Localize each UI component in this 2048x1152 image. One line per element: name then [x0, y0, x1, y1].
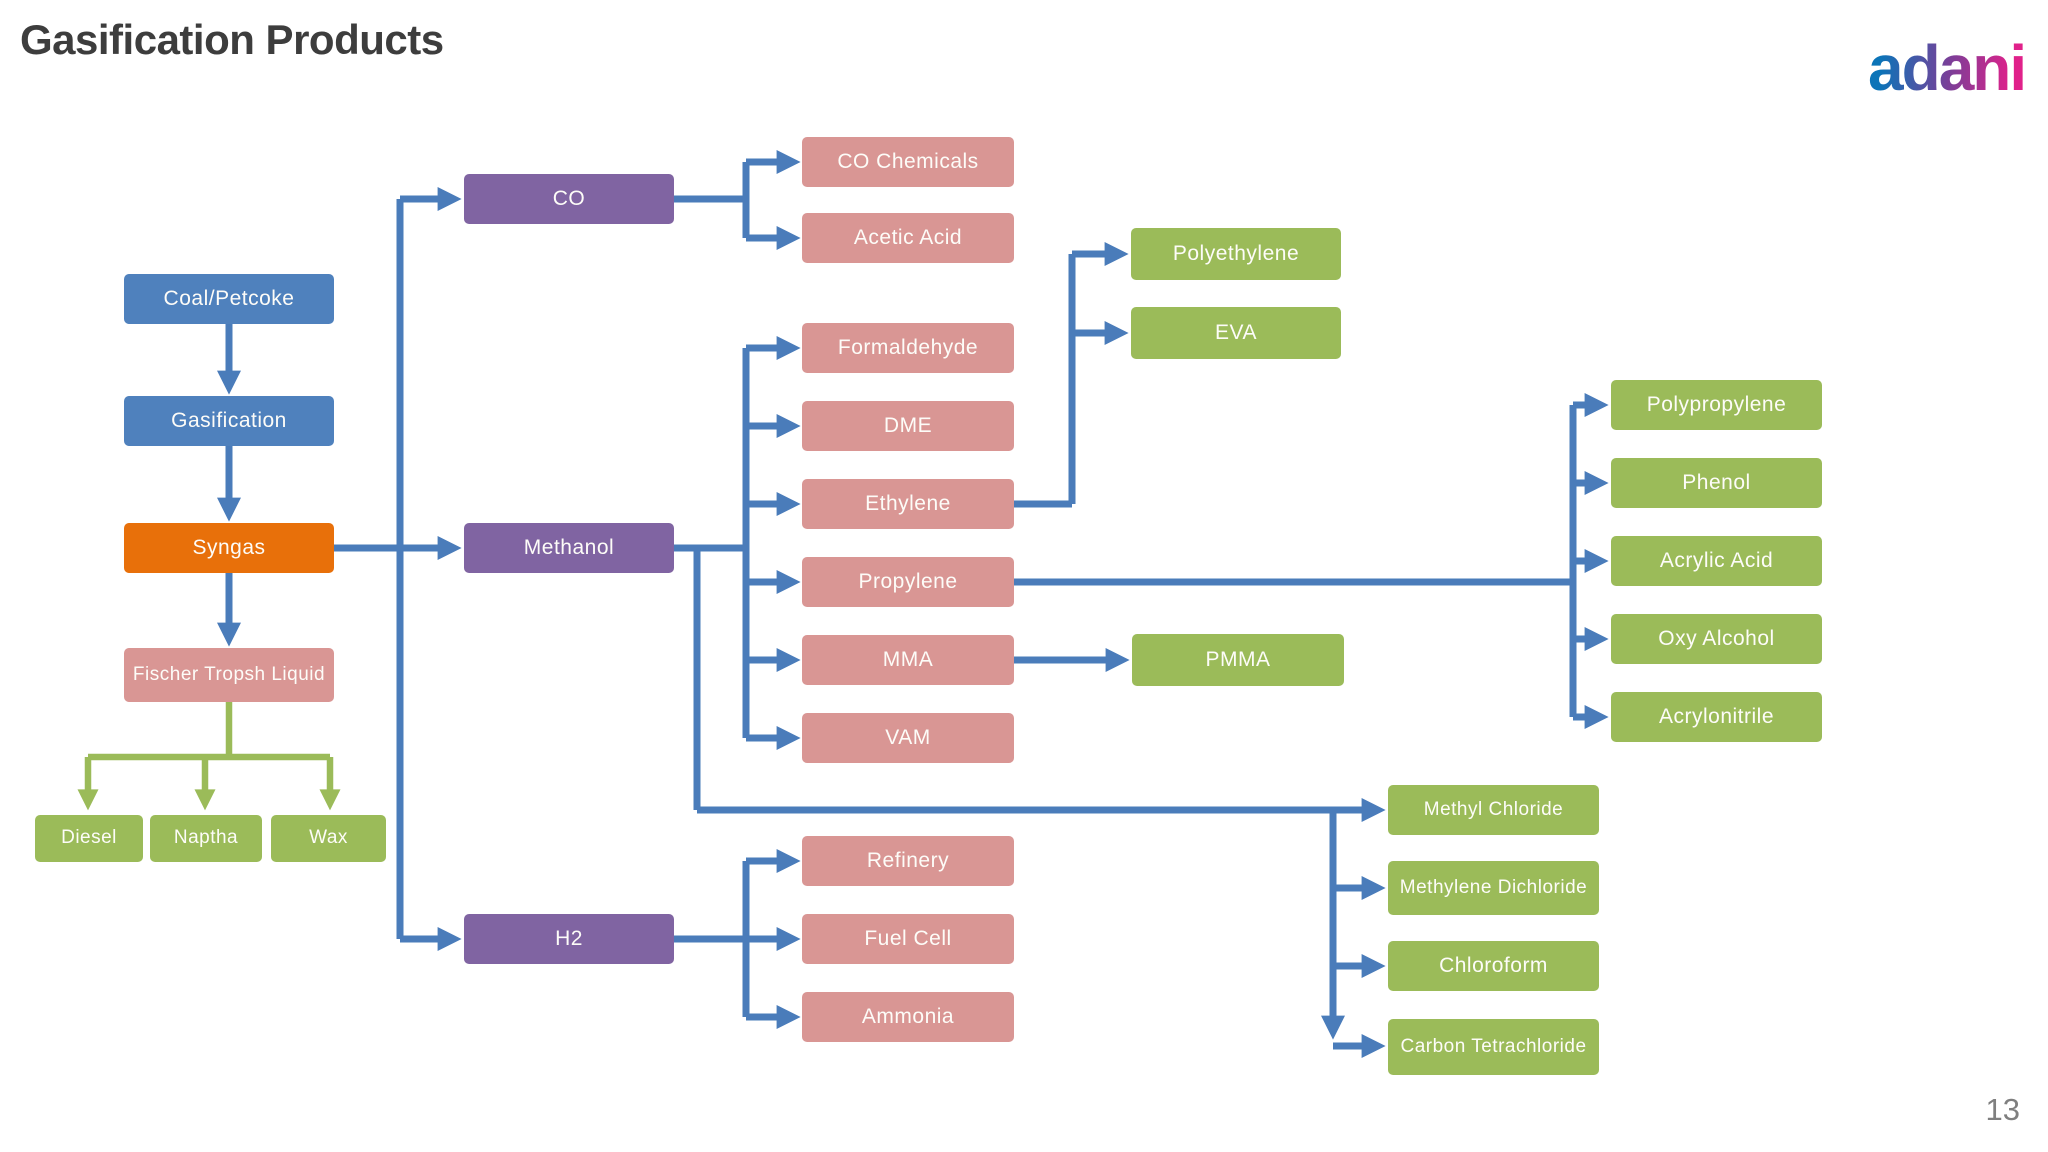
node-acrylic-acid: Acrylic Acid: [1611, 536, 1822, 586]
node-polyethylene: Polyethylene: [1131, 228, 1341, 280]
node-coal-petcoke: Coal/Petcoke: [124, 274, 334, 324]
node-gasification: Gasification: [124, 396, 334, 446]
node-carbon-tetrachloride: Carbon Tetrachloride: [1388, 1019, 1599, 1075]
node-ethylene: Ethylene: [802, 479, 1014, 529]
node-oxy-alcohol: Oxy Alcohol: [1611, 614, 1822, 664]
node-wax: Wax: [271, 815, 386, 862]
node-pmma: PMMA: [1132, 634, 1344, 686]
node-fuel-cell: Fuel Cell: [802, 914, 1014, 964]
node-methylene-dichloride: Methylene Dichloride: [1388, 861, 1599, 915]
node-acetic-acid: Acetic Acid: [802, 213, 1014, 263]
node-vam: VAM: [802, 713, 1014, 763]
node-ammonia: Ammonia: [802, 992, 1014, 1042]
node-polypropylene: Polypropylene: [1611, 380, 1822, 430]
node-co-chemicals: CO Chemicals: [802, 137, 1014, 187]
node-formaldehyde: Formaldehyde: [802, 323, 1014, 373]
node-chloroform: Chloroform: [1388, 941, 1599, 991]
node-h2: H2: [464, 914, 674, 964]
node-propylene: Propylene: [802, 557, 1014, 607]
page-number: 13: [1985, 1092, 2020, 1127]
node-eva: EVA: [1131, 307, 1341, 359]
node-acrylonitrile: Acrylonitrile: [1611, 692, 1822, 742]
adani-logo: adani: [1868, 32, 2027, 104]
node-syngas: Syngas: [124, 523, 334, 573]
node-mma: MMA: [802, 635, 1014, 685]
node-fischer-tropsh-liquid: Fischer Tropsh Liquid: [124, 648, 334, 702]
node-naptha: Naptha: [150, 815, 262, 862]
node-dme: DME: [802, 401, 1014, 451]
node-co: CO: [464, 174, 674, 224]
node-methanol: Methanol: [464, 523, 674, 573]
page-title: Gasification Products: [20, 16, 444, 63]
node-refinery: Refinery: [802, 836, 1014, 886]
node-phenol: Phenol: [1611, 458, 1822, 508]
node-diesel: Diesel: [35, 815, 143, 862]
node-methyl-chloride: Methyl Chloride: [1388, 785, 1599, 835]
